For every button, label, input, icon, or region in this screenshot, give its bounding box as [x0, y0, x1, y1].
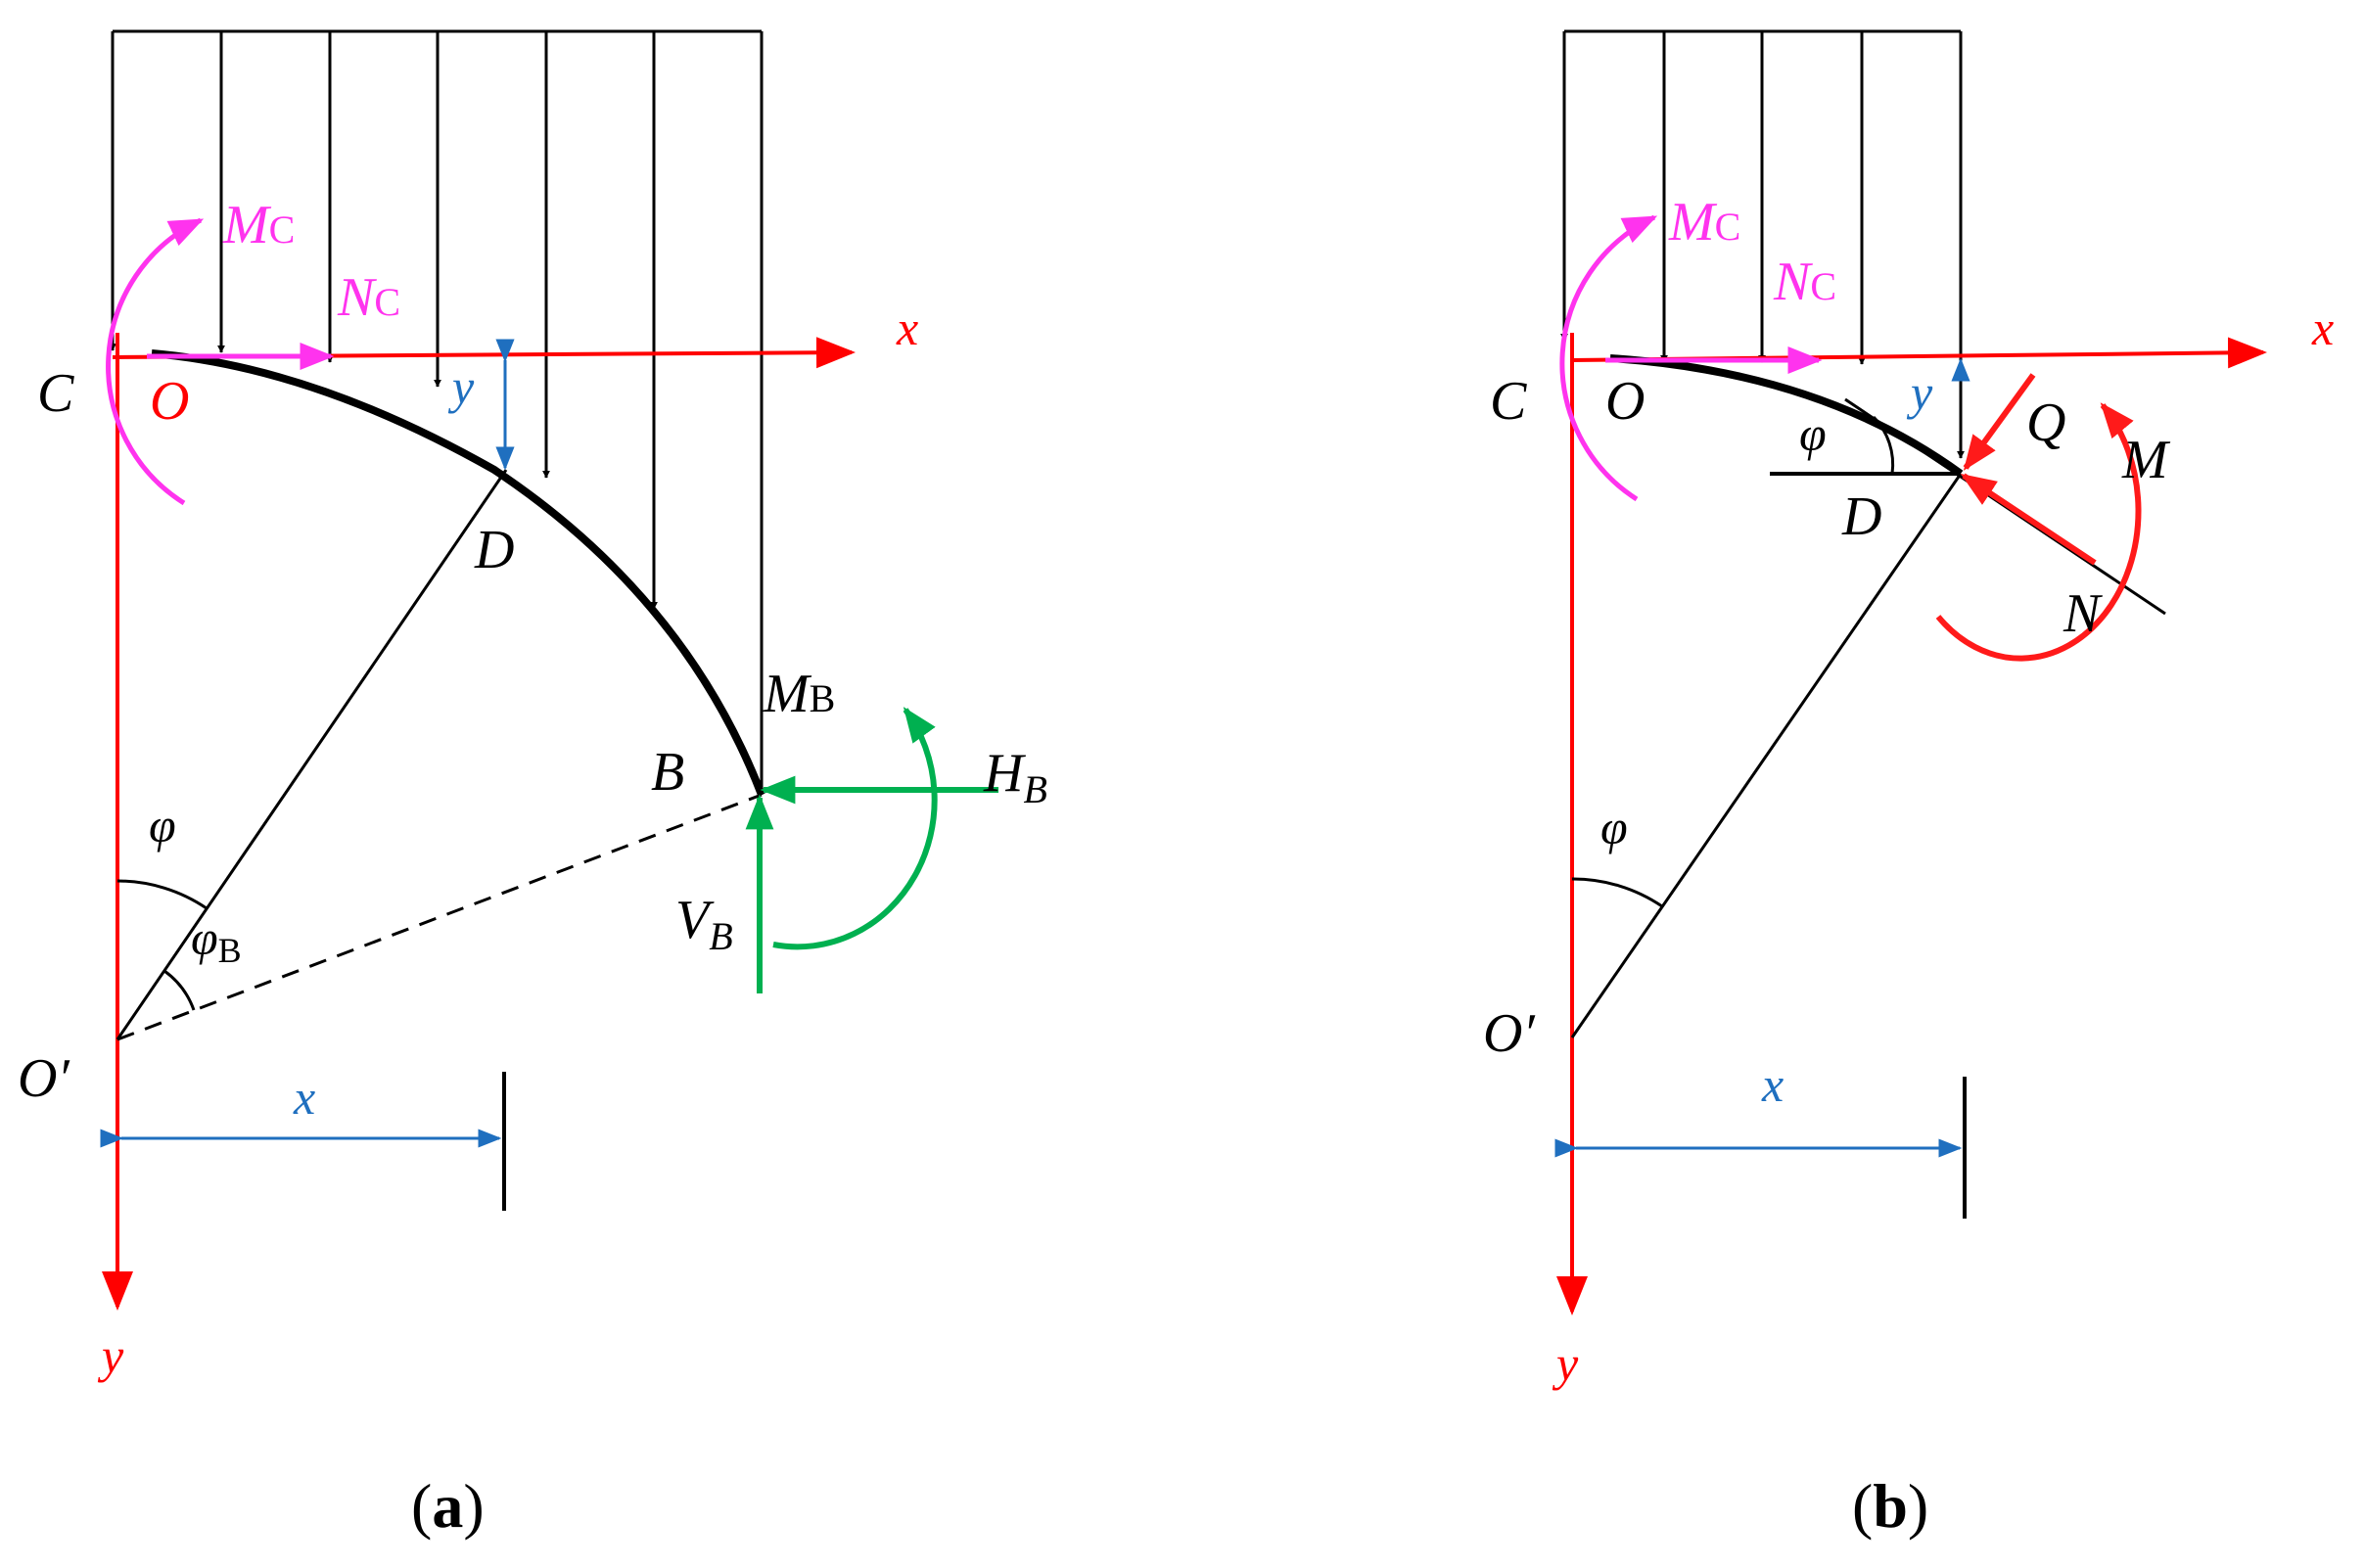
force-NC-label-a: NC [337, 267, 400, 328]
angle-phi-label-a: φ [149, 798, 176, 853]
moment-MB-label: MB [763, 664, 835, 724]
phi-B-arc-a [163, 969, 196, 1011]
moment-MC-label-b: MC [1668, 192, 1740, 253]
reactions-B-a [745, 707, 998, 993]
dashed-radius-a [116, 793, 763, 1041]
axis-label-y-b: y [1552, 1336, 1579, 1391]
angle-phi-top-label-b: φ [1799, 406, 1827, 461]
y-dimension-label-a: y [447, 359, 475, 414]
point-B-label-a: B [651, 742, 684, 803]
point-D-label-b: D [1841, 486, 1881, 547]
panel-a: x y C O D B O′ MC NC y x MB HB VB φ φB (… [18, 29, 1047, 1541]
phi-arc-bottom-b [1571, 877, 1663, 908]
distributed-load-a [109, 29, 764, 795]
angle-phi-bottom-label-b: φ [1600, 800, 1628, 854]
panel-b: x y C O D O′ MC NC y x φ φ Q M N (b) [1483, 29, 2334, 1541]
x-dimension-label-b: x [1761, 1057, 1784, 1112]
moment-MB-arc [772, 707, 938, 950]
y-dimension-label-b: y [1906, 365, 1933, 420]
point-D-label-a: D [474, 520, 514, 580]
force-Q-label: Q [2026, 392, 2065, 453]
moment-MC-label-a: MC [222, 195, 295, 255]
phi-arc-top-b [1872, 415, 1895, 475]
point-O-label-a: O [150, 371, 189, 432]
force-Q-arrow [1963, 373, 2036, 471]
point-O-label-b: O [1605, 371, 1645, 432]
axis-label-x-b: x [2311, 300, 2334, 355]
axis-label-y-a: y [97, 1328, 124, 1383]
force-NC-label-b: NC [1773, 252, 1836, 312]
moment-MC-arc-a [106, 217, 205, 506]
arch-curve-a [151, 349, 765, 797]
phi-arc-a [116, 879, 208, 910]
radius-line-a [116, 469, 508, 1040]
point-O-prime-label-b: O′ [1483, 1003, 1535, 1064]
arch-curve-b [1609, 354, 1964, 478]
moment-M-label: M [2121, 430, 2171, 490]
internal-forces-b [1935, 373, 2142, 662]
radius-line-b [1570, 473, 1963, 1038]
moment-MC-arc-b [1559, 214, 1658, 502]
caption-b: (b) [1852, 1471, 1928, 1541]
point-O-prime-label-a: O′ [18, 1048, 70, 1109]
force-N-label: N [2063, 583, 2103, 644]
force-HB-label: HB [983, 743, 1047, 811]
angle-phi-B-label-a: φB [191, 910, 242, 970]
axis-label-x-a: x [896, 300, 918, 355]
distributed-load-b [1560, 29, 1965, 459]
caption-a: (a) [411, 1471, 485, 1541]
point-C-label-b: C [1490, 371, 1527, 432]
moment-M-arc [1935, 402, 2142, 662]
point-C-label-a: C [37, 363, 74, 424]
force-N-arrow [1961, 473, 2097, 566]
force-VB-label: VB [675, 890, 733, 958]
x-dimension-label-a: x [293, 1070, 315, 1125]
